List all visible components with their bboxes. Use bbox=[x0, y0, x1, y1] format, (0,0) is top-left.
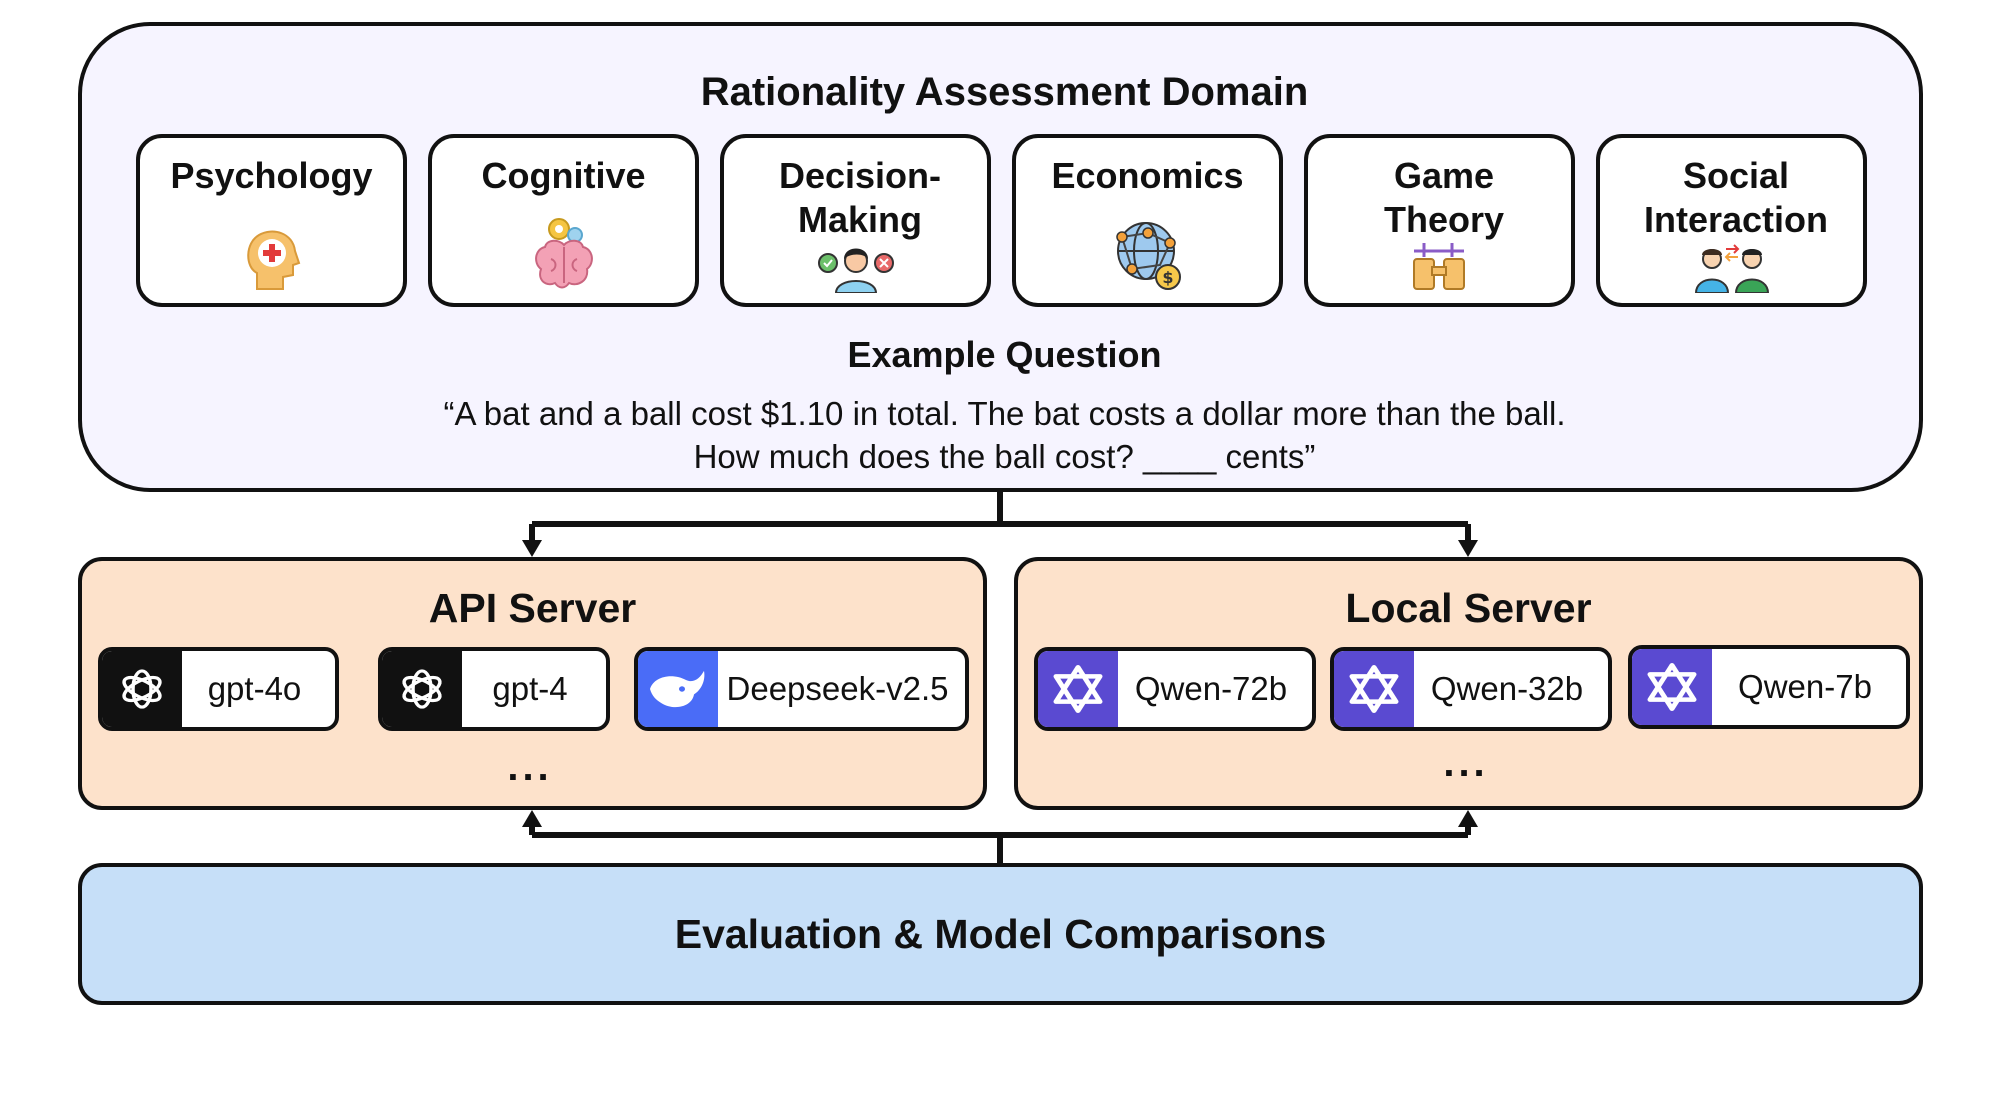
model-pill-deepseek-v2-5: Deepseek-v2.5 bbox=[634, 647, 969, 731]
svg-text:$: $ bbox=[1162, 268, 1173, 287]
domain-card-game-theory: Game Theory bbox=[1304, 134, 1575, 307]
brain-gears-icon bbox=[534, 218, 593, 289]
domain-card-label: Decision-Making bbox=[778, 155, 942, 240]
arrow-down-icon bbox=[522, 540, 542, 557]
puzzle-hands-icon bbox=[1412, 243, 1465, 290]
model-name: gpt-4 bbox=[492, 670, 568, 707]
domain-card-social-interaction: Social Interaction bbox=[1596, 134, 1867, 307]
arrow-up-icon bbox=[522, 810, 542, 827]
arrow-down-icon bbox=[1458, 540, 1478, 557]
example-question-text: “A bat and a ball cost $1.10 in total. T… bbox=[82, 392, 1927, 478]
model-name: Qwen-32b bbox=[1430, 670, 1584, 707]
model-pill-qwen-32b: Qwen-32b bbox=[1330, 647, 1612, 731]
model-pill-gpt-4o: gpt-4o bbox=[98, 647, 339, 731]
domain-card-label: Cognitive bbox=[481, 155, 646, 196]
qwen-logo-icon bbox=[1334, 651, 1414, 727]
example-question-title: Example Question bbox=[847, 334, 1162, 375]
local-server-title: Local Server bbox=[1345, 585, 1592, 631]
model-pill-gpt-4: gpt-4 bbox=[378, 647, 610, 731]
deepseek-whale-icon bbox=[638, 651, 718, 727]
domain-title: Rationality Assessment Domain bbox=[700, 70, 1309, 114]
qwen-logo-icon bbox=[1038, 651, 1118, 727]
evaluation-label: Evaluation & Model Comparisons bbox=[674, 910, 1327, 957]
model-pill-qwen-72b: Qwen-72b bbox=[1034, 647, 1316, 731]
openai-logo-icon bbox=[102, 651, 182, 727]
model-pill-qwen-7b: Qwen-7b bbox=[1628, 645, 1910, 729]
example-question-line: “A bat and a ball cost $1.10 in total. T… bbox=[443, 395, 1566, 432]
globe-network-icon: $ bbox=[1115, 222, 1181, 290]
example-question-line: How much does the ball cost? ____ cents” bbox=[693, 438, 1316, 475]
domain-card-label: Economics bbox=[1051, 155, 1244, 196]
model-name: Deepseek-v2.5 bbox=[726, 670, 949, 707]
more-models-ellipsis: ... bbox=[1443, 741, 1489, 785]
local-server-panel: Local Server Qwen-72b Qwen-32b bbox=[1014, 557, 1923, 810]
person-choices-icon bbox=[817, 248, 894, 293]
qwen-logo-icon bbox=[1632, 649, 1712, 725]
arrow-up-icon bbox=[1458, 810, 1478, 827]
evaluation-panel: Evaluation & Model Comparisons bbox=[78, 863, 1923, 1005]
domain-card-cognitive: Cognitive bbox=[428, 134, 699, 307]
more-models-ellipsis: ... bbox=[507, 745, 553, 789]
domain-card-label: Game Theory bbox=[1383, 155, 1505, 240]
domain-card-label: Social Interaction bbox=[1643, 155, 1829, 240]
domain-card-decision-making: Decision-Making bbox=[720, 134, 991, 307]
api-server-panel: API Server gpt-4o gpt-4 bbox=[78, 557, 987, 810]
two-people-icon bbox=[1694, 244, 1769, 293]
openai-logo-icon bbox=[382, 651, 462, 727]
api-server-title: API Server bbox=[428, 585, 637, 631]
rationality-domain-panel: Rationality Assessment Domain Psychology… bbox=[78, 22, 1923, 492]
domain-card-economics: Economics $ bbox=[1012, 134, 1283, 307]
model-name: Qwen-7b bbox=[1738, 668, 1872, 705]
model-name: Qwen-72b bbox=[1134, 670, 1288, 707]
model-name: gpt-4o bbox=[207, 670, 302, 707]
domain-card-psychology: Psychology bbox=[136, 134, 407, 307]
head-medical-icon bbox=[246, 230, 300, 290]
domain-card-label: Psychology bbox=[170, 155, 373, 196]
